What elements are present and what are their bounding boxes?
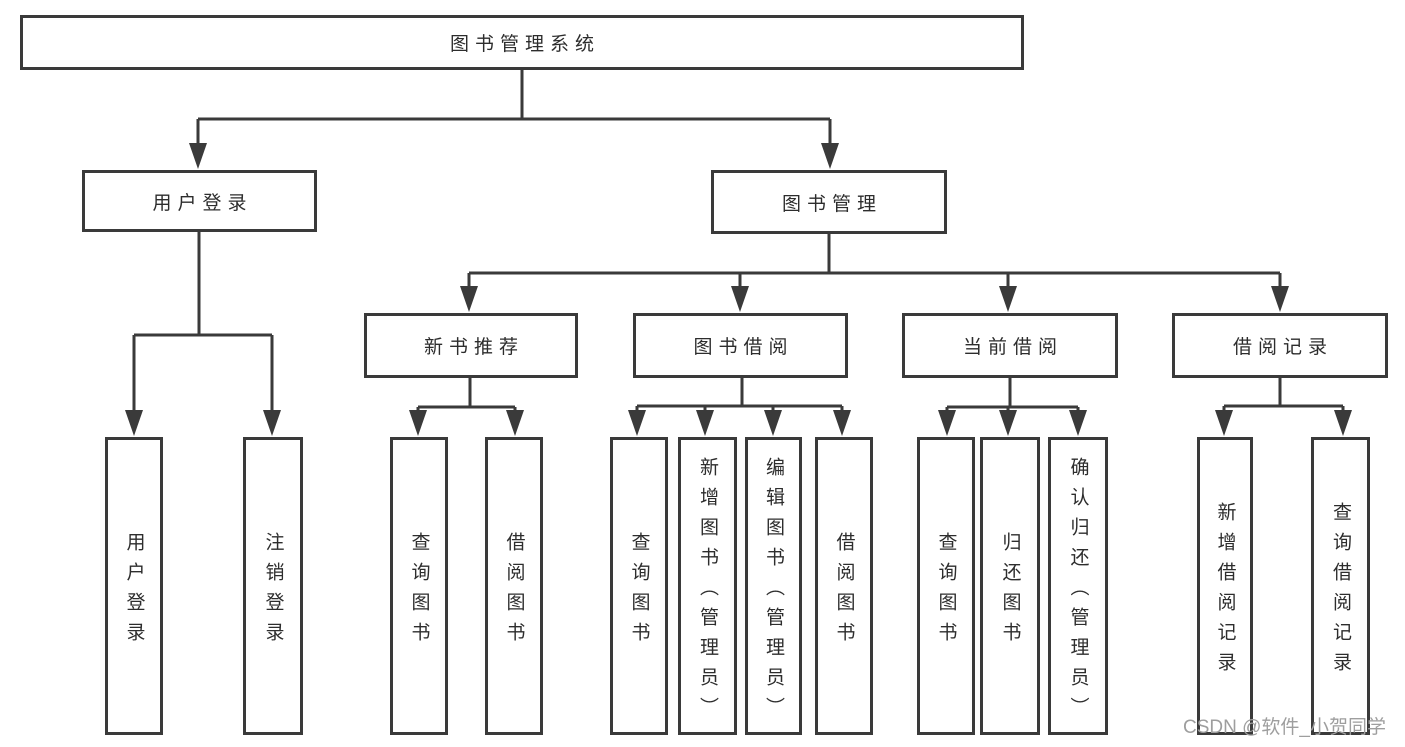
leaf-recommend-borrow-books: 借阅图书 (485, 437, 543, 735)
node-label: 借阅图书 (503, 531, 525, 652)
leaf-records-query-record: 查询借阅记录 (1311, 437, 1370, 735)
leaf-records-add-record: 新增借阅记录 (1197, 437, 1253, 735)
node-label: 借阅图书 (833, 531, 855, 652)
leaf-current-return-books: 归还图书 (980, 437, 1040, 735)
node-label: 图书管理系统 (449, 34, 600, 55)
node-library-management-system: 图书管理系统 (20, 15, 1024, 70)
node-label: 当前借阅 (962, 337, 1063, 358)
leaf-borrowing-borrow-books: 借阅图书 (815, 437, 873, 735)
node-label: 查询图书 (628, 531, 650, 652)
node-label: 查询借阅记录 (1330, 501, 1351, 682)
node-borrowing-records: 借阅记录 (1172, 313, 1388, 378)
node-label: 借阅记录 (1232, 337, 1333, 358)
node-user-login: 用户登录 (82, 170, 317, 232)
node-label: 编辑图书（管理员） (763, 456, 784, 727)
node-book-borrowing: 图书借阅 (633, 313, 848, 378)
leaf-logout: 注销登录 (243, 437, 303, 735)
node-label: 归还图书 (999, 531, 1021, 652)
leaf-recommend-query-books: 查询图书 (390, 437, 448, 735)
leaf-current-confirm-return-admin: 确认归还（管理员） (1048, 437, 1108, 735)
node-label: 用户登录 (152, 192, 253, 214)
node-label: 确认归还（管理员） (1067, 456, 1089, 727)
leaf-borrowing-query-books: 查询图书 (610, 437, 668, 735)
node-current-borrowing: 当前借阅 (902, 313, 1118, 378)
node-new-book-recommend: 新书推荐 (364, 313, 578, 378)
node-label: 新增图书（管理员） (697, 456, 718, 727)
node-label: 查询图书 (935, 531, 957, 652)
node-book-management: 图书管理 (711, 170, 947, 234)
node-label: 图书借阅 (693, 337, 794, 358)
csdn-watermark: CSDN @软件_小贺同学 (1183, 717, 1386, 738)
node-label: 新书推荐 (423, 337, 524, 358)
leaf-user-login: 用户登录 (105, 437, 163, 735)
node-label: 用户登录 (123, 531, 145, 652)
node-label: 新增借阅记录 (1214, 501, 1236, 682)
leaf-borrowing-edit-books-admin: 编辑图书（管理员） (745, 437, 802, 735)
leaf-borrowing-add-books-admin: 新增图书（管理员） (678, 437, 737, 735)
node-label: 图书管理 (781, 193, 882, 215)
node-label: 注销登录 (262, 531, 284, 652)
leaf-current-query-books: 查询图书 (917, 437, 975, 735)
node-label: 查询图书 (408, 531, 430, 652)
